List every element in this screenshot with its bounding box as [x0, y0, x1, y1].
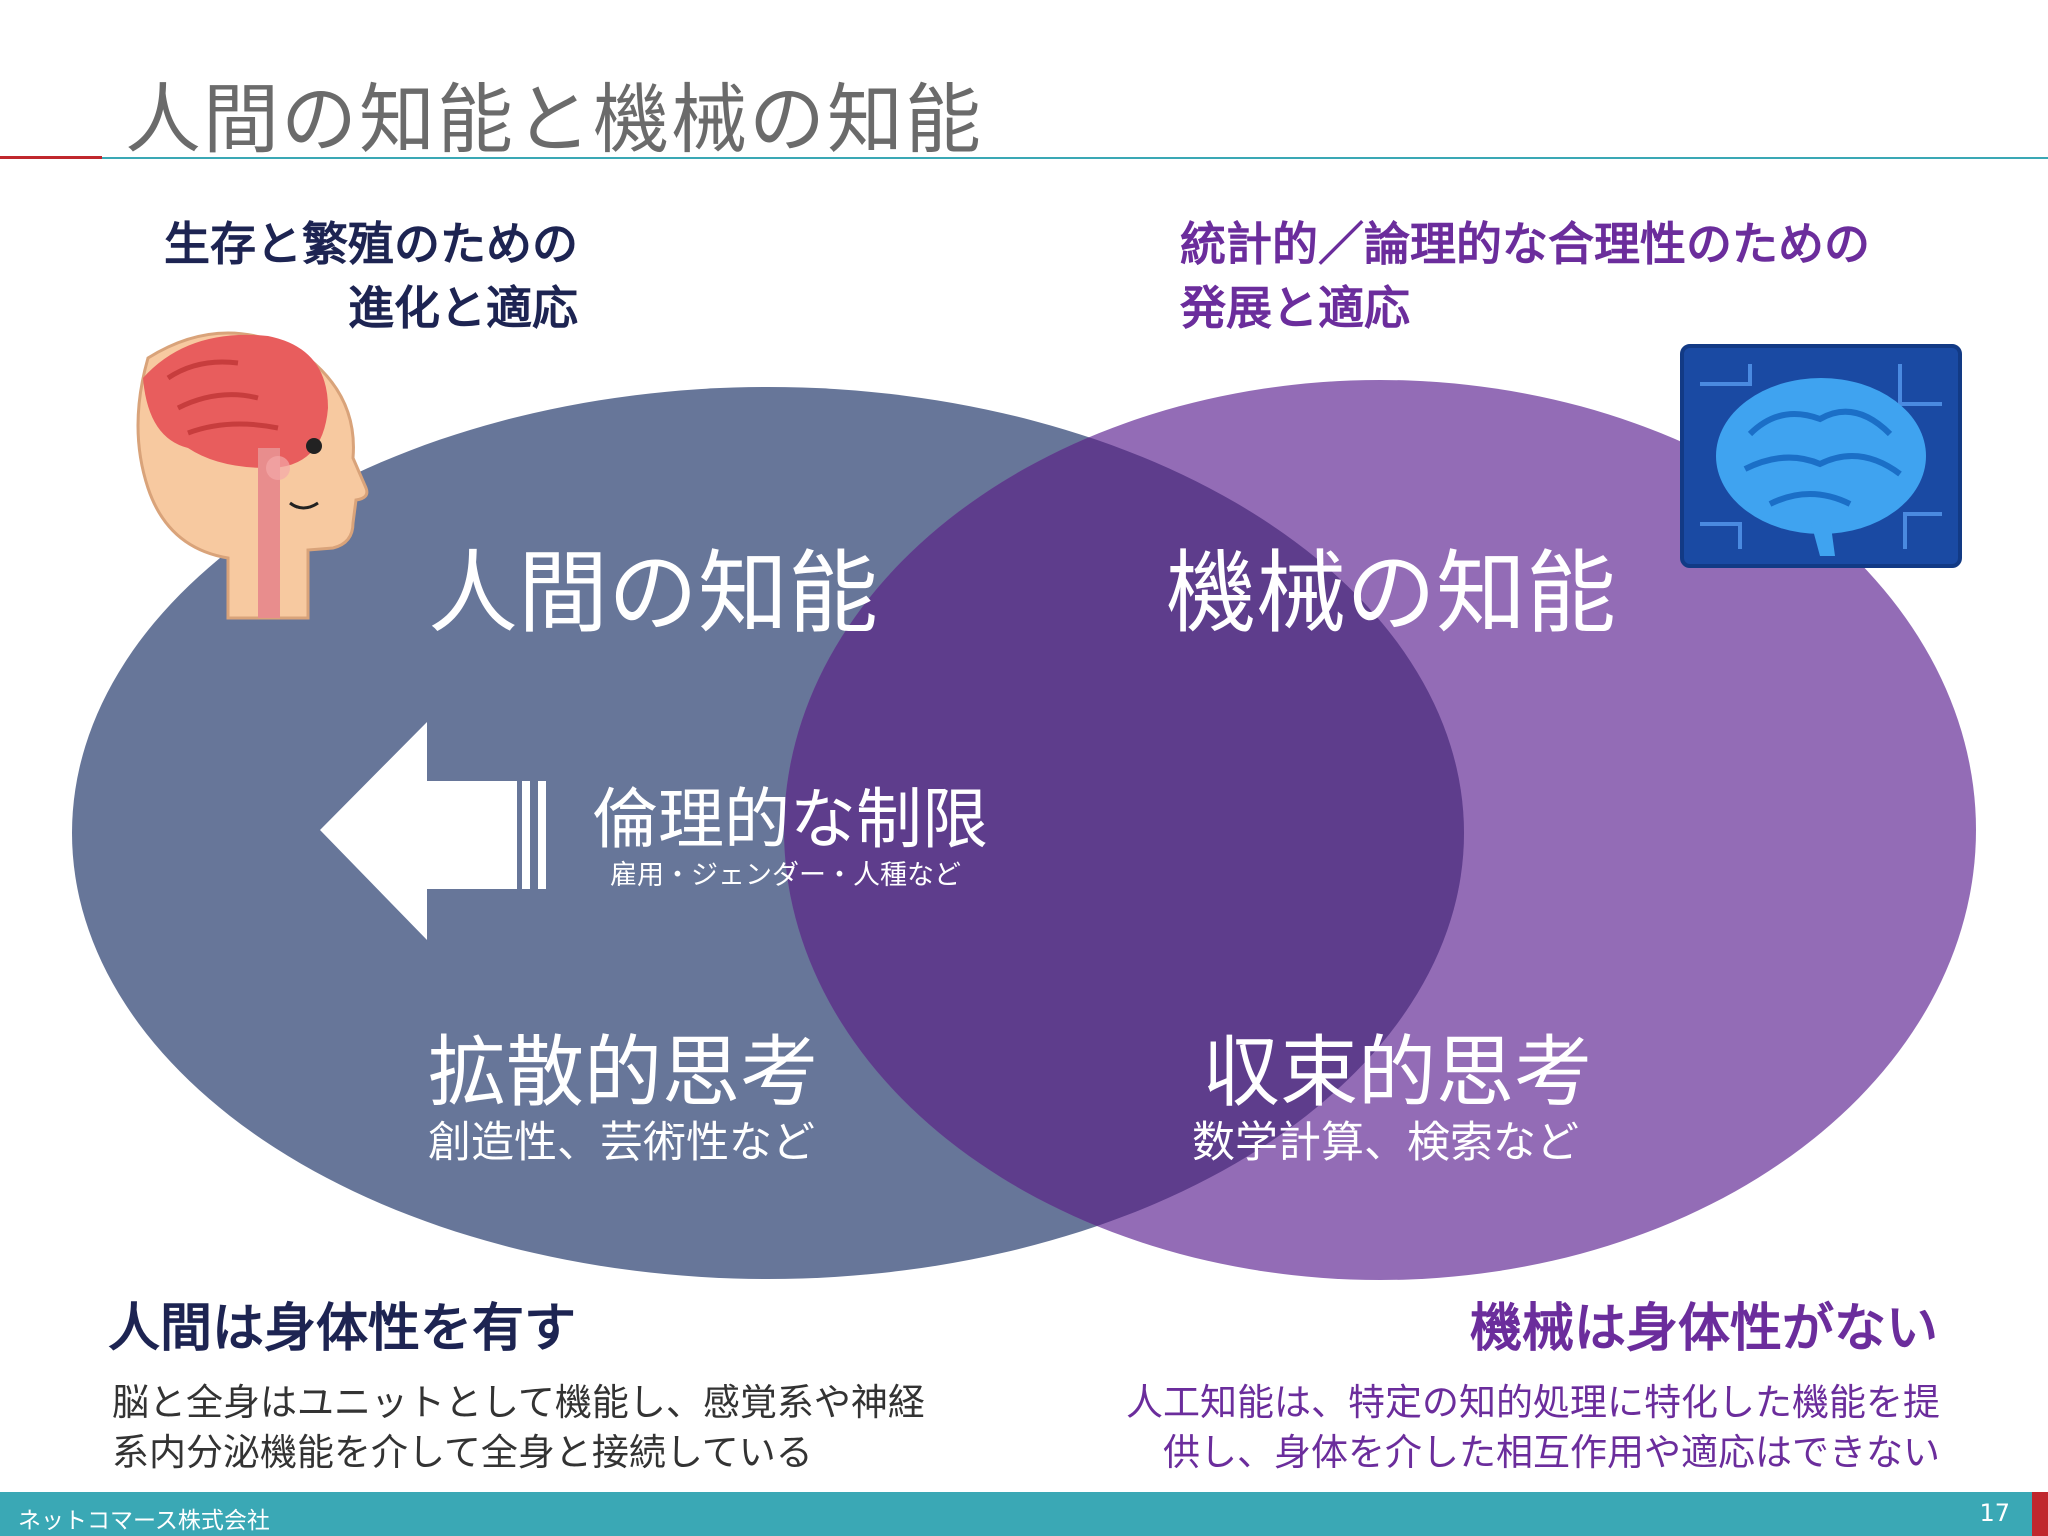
slide-title: 人間の知能と機械の知能 [125, 75, 983, 164]
footer-accent [2032, 1492, 2048, 1536]
page-number: 17 [1979, 1499, 2010, 1527]
ai-circuit-brain-icon [1680, 344, 1962, 568]
machine-heading-line1: 統計的／論理的な合理性のための [1180, 217, 1870, 271]
machine-intelligence-label: 機械の知能 [1166, 541, 1616, 646]
human-heading-line2: 進化と適応 [348, 281, 578, 335]
divergent-thinking-label: 拡散的思考 [428, 1028, 819, 1118]
machine-embodiment-description: 人工知能は、特定の知的処理に特化した機能を提 供し、身体を介した相互作用や適応は… [1000, 1378, 1940, 1478]
human-heading-line1: 生存と繁殖のための [164, 217, 578, 271]
company-name: ネットコマース株式会社 [18, 1508, 270, 1534]
human-desc-line2: 系内分泌機能を介して全身と接続している [112, 1431, 813, 1474]
human-desc-line1: 脳と全身はユニットとして機能し、感覚系や神経 [112, 1381, 925, 1424]
machine-heading: 統計的／論理的な合理性のための 発展と適応 [1180, 212, 1870, 340]
divergent-thinking-examples: 創造性、芸術性など [428, 1118, 815, 1168]
overlap-region [784, 387, 1464, 1279]
human-brain-head-icon [136, 331, 369, 620]
footer-bar [0, 1492, 2032, 1536]
machine-desc-line2: 供し、身体を介した相互作用や適応はできない [1163, 1431, 1940, 1474]
human-embodiment-heading: 人間は身体性を有す [108, 1299, 577, 1359]
human-embodiment-description: 脳と全身はユニットとして機能し、感覚系や神経 系内分泌機能を介して全身と接続して… [112, 1378, 925, 1478]
convergent-thinking-examples: 数学計算、検索など [1192, 1118, 1579, 1168]
convergent-thinking-label: 収束的思考 [1202, 1028, 1593, 1118]
machine-heading-line2: 発展と適応 [1180, 281, 1410, 335]
title-underline [102, 157, 2048, 159]
machine-embodiment-heading: 機械は身体性がない [1469, 1299, 1938, 1359]
human-heading: 生存と繁殖のための 進化と適応 [118, 212, 578, 340]
ethics-limit-label: 倫理的な制限 [592, 781, 988, 858]
title-underline-accent [0, 156, 102, 159]
ethics-limit-examples: 雇用・ジェンダー・人種など [610, 860, 961, 891]
left-arrow-icon [320, 722, 546, 940]
human-intelligence-label: 人間の知能 [428, 541, 878, 646]
machine-desc-line1: 人工知能は、特定の知的処理に特化した機能を提 [1126, 1381, 1940, 1424]
